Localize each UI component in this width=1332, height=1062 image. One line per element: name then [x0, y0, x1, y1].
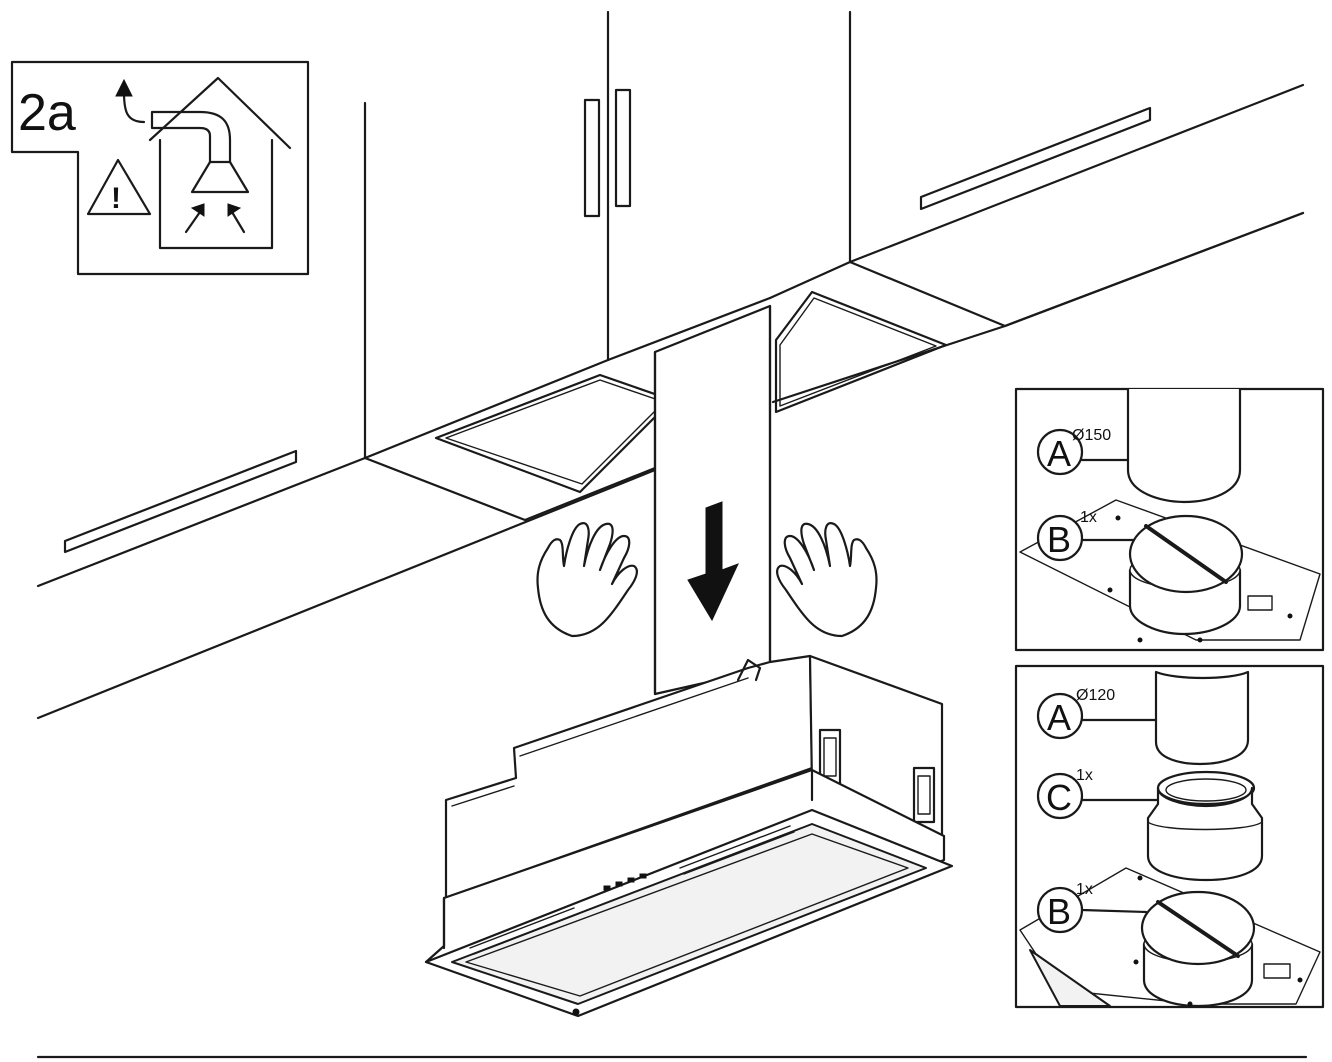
inset-top: A Ø150 B 1x — [1014, 387, 1325, 652]
part-a-circle — [1036, 428, 1084, 476]
svg-text:A: A — [1047, 433, 1071, 474]
svg-text:A: A — [1047, 697, 1071, 738]
svg-text:Ø150: Ø150 — [1072, 427, 1111, 444]
svg-text:1x: 1x — [1076, 881, 1093, 898]
svg-text:B: B — [1047, 891, 1071, 932]
part-c-circle — [1036, 772, 1084, 820]
cooker-hood-unit — [424, 654, 954, 1018]
right-hand-icon — [776, 522, 878, 638]
svg-text:B: B — [1047, 519, 1071, 560]
house-hood-icon — [148, 76, 292, 250]
air-outlet-arrow-icon — [115, 78, 146, 124]
part-a-circle-2 — [1036, 692, 1084, 740]
duct-shaft — [653, 304, 772, 696]
step-box: 2a ! — [10, 60, 310, 276]
kitchen-cabinets — [36, 10, 1305, 720]
down-arrow-icon — [687, 501, 739, 622]
svg-text:Ø120: Ø120 — [1076, 687, 1115, 704]
step-label: 2a — [18, 84, 76, 142]
svg-text:1x: 1x — [1076, 767, 1093, 784]
warning-triangle-icon: ! — [86, 158, 152, 216]
svg-text:!: ! — [111, 182, 121, 215]
svg-text:1x: 1x — [1080, 509, 1097, 526]
svg-text:C: C — [1046, 777, 1072, 818]
left-hand-icon — [536, 522, 638, 638]
inset-bottom: A Ø120 C 1x B 1x — [1014, 664, 1325, 1009]
air-intake-arrows-icon — [184, 203, 246, 234]
part-b-circle — [1036, 514, 1084, 562]
